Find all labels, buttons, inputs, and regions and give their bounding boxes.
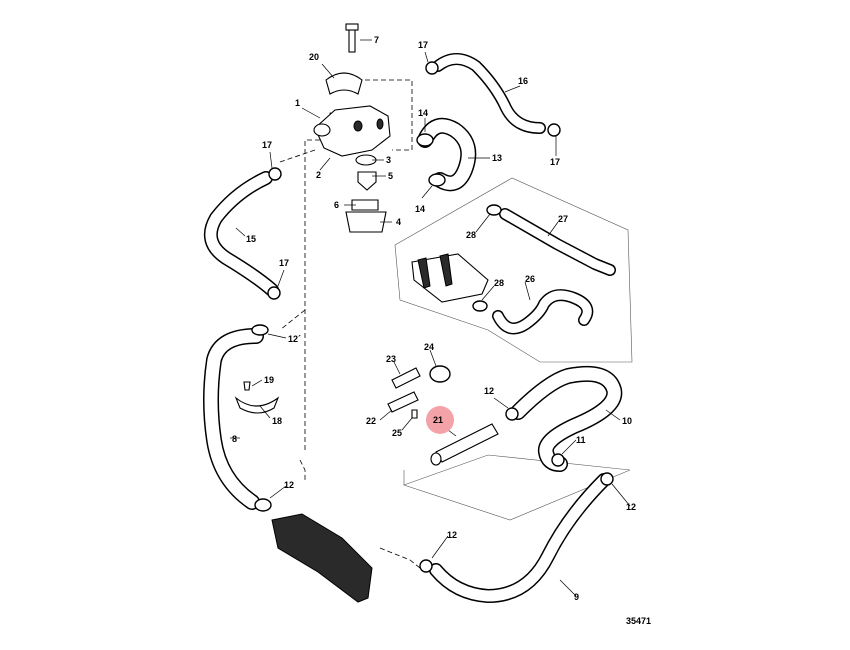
callout-18: 18 bbox=[272, 416, 282, 426]
perspective-outline-boxes bbox=[394, 177, 633, 521]
callout-17: 17 bbox=[279, 258, 289, 268]
callout-12: 12´ bbox=[288, 334, 301, 344]
clamp-bracket-18 bbox=[234, 396, 280, 414]
callout-3: 3 bbox=[386, 155, 391, 165]
callout-25: 25 bbox=[392, 428, 402, 438]
clamp-17-right bbox=[547, 123, 561, 137]
callout-11: 11 bbox=[576, 435, 586, 445]
flow-tube-21 bbox=[430, 423, 499, 466]
callout-10: 10 bbox=[622, 416, 632, 426]
callout-9: 9 bbox=[574, 592, 579, 602]
clamp-12-hose8-bottom bbox=[254, 498, 272, 512]
callout-15: 15 bbox=[246, 234, 256, 244]
pipe-27 bbox=[499, 208, 616, 276]
callout-20: 20 bbox=[309, 52, 319, 62]
callout-12: 12 bbox=[447, 530, 457, 540]
clamp-17-top bbox=[425, 61, 439, 75]
callout-17: 17 bbox=[550, 157, 560, 167]
clamp-17-left-bottom bbox=[267, 286, 281, 300]
clamp-24 bbox=[429, 365, 451, 383]
callout-17: 17 bbox=[418, 40, 428, 50]
exhaust-elbow-dark bbox=[271, 513, 373, 603]
callout-22: 22 bbox=[366, 416, 376, 426]
callout-28: 28 bbox=[494, 278, 504, 288]
callout-14: 14 bbox=[415, 204, 425, 214]
diagram-number: 35471 bbox=[626, 616, 651, 626]
callout-labels: 7 20 1 17 16 17 14 13 14 3 5 2 6 4 17 15… bbox=[232, 35, 636, 602]
callout-16: 16 bbox=[518, 76, 528, 86]
callout-24: 24 bbox=[424, 342, 434, 352]
callout-2: 2 bbox=[316, 170, 321, 180]
callout-12: 12 bbox=[284, 480, 294, 490]
clamp-12-hose9-left bbox=[419, 559, 433, 573]
callout-8: 8 bbox=[232, 434, 237, 444]
screw-25 bbox=[411, 409, 418, 419]
callout-1: 1 bbox=[295, 98, 300, 108]
callout-28: 28 bbox=[466, 230, 476, 240]
hose-15 bbox=[203, 171, 279, 297]
clamp-14-top bbox=[416, 133, 434, 147]
callout-7: 7 bbox=[374, 35, 379, 45]
callout-19: 19 bbox=[264, 375, 274, 385]
callout-5: 5 bbox=[388, 171, 393, 181]
hose-26 bbox=[492, 289, 594, 335]
thermostat-housing-1 bbox=[313, 105, 391, 157]
hose-9 bbox=[429, 473, 611, 603]
base-gasket-4 bbox=[345, 211, 387, 233]
clip-23 bbox=[391, 367, 421, 389]
hose-10 bbox=[510, 365, 623, 472]
callout-13: 13 bbox=[492, 153, 502, 163]
hose-8 bbox=[203, 328, 264, 510]
callout-23: 23 bbox=[386, 354, 396, 364]
callout-14: 14 bbox=[418, 108, 428, 118]
seal-6 bbox=[351, 199, 379, 211]
callout-26: 26 bbox=[525, 274, 535, 284]
clamp-12-hose9-right bbox=[600, 472, 614, 486]
clamp-28-bottom bbox=[472, 300, 488, 312]
clip-22 bbox=[387, 391, 419, 413]
heat-exchanger bbox=[411, 253, 489, 303]
callout-17: 17 bbox=[262, 140, 272, 150]
clamp-11 bbox=[551, 453, 565, 467]
screw-19 bbox=[243, 381, 251, 391]
clamp-28-top bbox=[486, 204, 502, 216]
bracket-20 bbox=[325, 72, 363, 95]
clamp-17-left-top bbox=[268, 167, 282, 181]
callout-4: 4 bbox=[396, 217, 401, 227]
callout-12: 12 bbox=[484, 386, 494, 396]
callout-12: 12 bbox=[626, 502, 636, 512]
hose-16 bbox=[432, 53, 546, 134]
clamp-12-hose10 bbox=[505, 407, 519, 421]
callout-6: 6 bbox=[334, 200, 339, 210]
thermostat-5 bbox=[357, 171, 377, 191]
bolt-7 bbox=[345, 23, 359, 53]
callout-21: 21 bbox=[433, 415, 443, 425]
callout-27: 27 bbox=[558, 214, 568, 224]
clamp-12-hose8-top bbox=[251, 324, 269, 336]
clamp-14-bottom bbox=[428, 173, 446, 187]
hose-13 bbox=[417, 117, 477, 192]
leader-lines bbox=[230, 39, 631, 597]
highlight-circle-21 bbox=[426, 406, 454, 434]
